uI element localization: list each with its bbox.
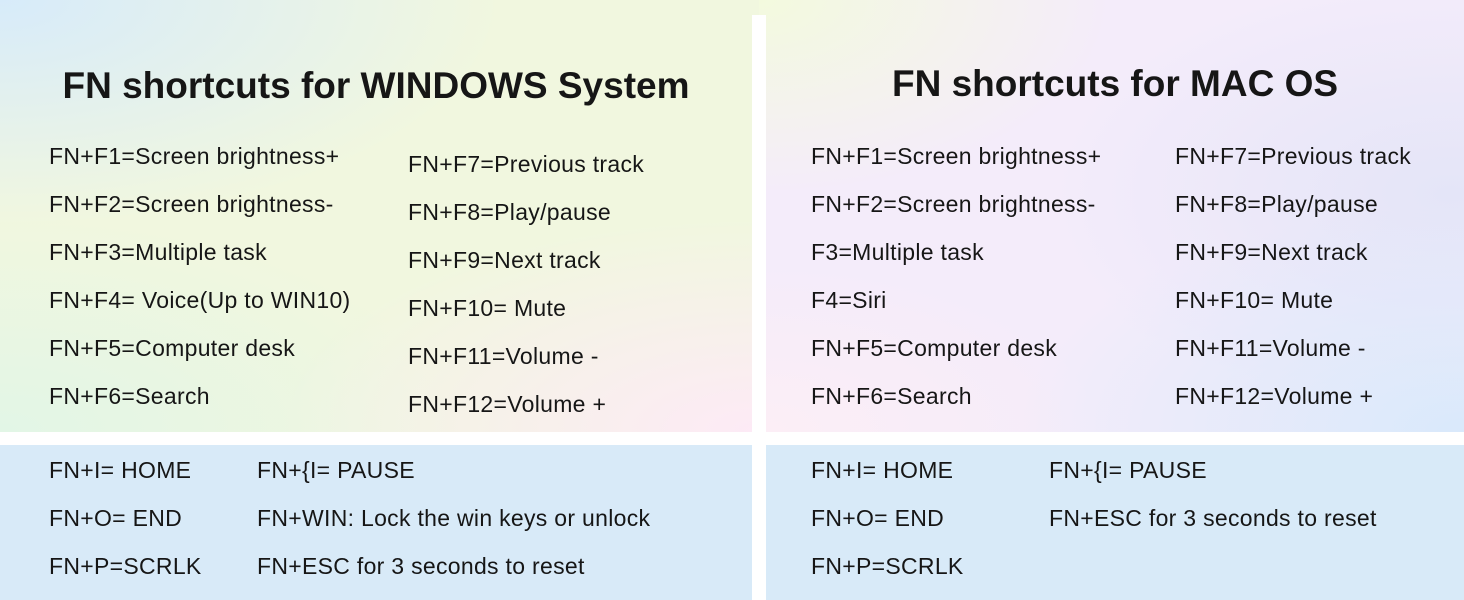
shortcut-item: FN+F2=Screen brightness- bbox=[49, 191, 334, 217]
mac-fn-column-1: FN+F1=Screen brightness+ FN+F2=Screen br… bbox=[811, 132, 1101, 420]
mac-panel-background bbox=[759, 0, 1464, 432]
shortcut-item: FN+F5=Computer desk bbox=[811, 335, 1058, 361]
panel-divider bbox=[752, 15, 766, 600]
shortcut-item: FN+F10= Mute bbox=[1175, 287, 1334, 313]
shortcut-item: FN+F5=Computer desk bbox=[49, 335, 296, 361]
shortcut-item: FN+F1=Screen brightness+ bbox=[811, 143, 1102, 169]
shortcut-item: FN+F11=Volume - bbox=[408, 343, 599, 369]
shortcut-item: FN+O= END bbox=[811, 505, 945, 531]
shortcut-item: FN+P=SCRLK bbox=[811, 553, 964, 579]
shortcut-item: FN+F11=Volume - bbox=[1175, 335, 1366, 361]
mac-panel-title: FN shortcuts for MAC OS bbox=[891, 63, 1339, 104]
windows-fn-column-2: FN+F7=Previous track FN+F8=Play/pause FN… bbox=[408, 140, 644, 428]
windows-fn-column-1: FN+F1=Screen brightness+ FN+F2=Screen br… bbox=[49, 132, 351, 420]
shortcut-item: FN+F9=Next track bbox=[1175, 239, 1368, 265]
shortcut-item: FN+F6=Search bbox=[811, 383, 972, 409]
windows-extra-column-2: FN+{I= PAUSE FN+WIN: Lock the win keys o… bbox=[257, 446, 650, 590]
shortcut-item: FN+ESC for 3 seconds to reset bbox=[257, 553, 585, 579]
shortcut-item: FN+F6=Search bbox=[49, 383, 210, 409]
shortcut-item: F3=Multiple task bbox=[811, 239, 984, 265]
shortcut-item: FN+{I= PAUSE bbox=[1049, 457, 1207, 483]
shortcut-item: FN+F10= Mute bbox=[408, 295, 567, 321]
shortcut-item: FN+F8=Play/pause bbox=[408, 199, 611, 225]
shortcut-item: FN+F7=Previous track bbox=[1175, 143, 1412, 169]
shortcut-item: FN+WIN: Lock the win keys or unlock bbox=[257, 505, 651, 531]
shortcut-item: FN+I= HOME bbox=[811, 457, 954, 483]
shortcut-item: FN+F2=Screen brightness- bbox=[811, 191, 1096, 217]
shortcut-item: FN+F8=Play/pause bbox=[1175, 191, 1378, 217]
windows-panel-background bbox=[0, 0, 759, 432]
mac-extra-column-2: FN+{I= PAUSE FN+ESC for 3 seconds to res… bbox=[1049, 446, 1377, 542]
shortcut-item: FN+P=SCRLK bbox=[49, 553, 202, 579]
shortcut-item: FN+O= END bbox=[49, 505, 183, 531]
windows-extra-column-1: FN+I= HOME FN+O= END FN+P=SCRLK bbox=[49, 446, 202, 590]
shortcut-item: FN+F12=Volume + bbox=[1175, 383, 1374, 409]
shortcut-item: FN+F7=Previous track bbox=[408, 151, 645, 177]
mac-extra-column-1: FN+I= HOME FN+O= END FN+P=SCRLK bbox=[811, 446, 964, 590]
shortcut-item: FN+F9=Next track bbox=[408, 247, 601, 273]
windows-panel-title: FN shortcuts for WINDOWS System bbox=[62, 65, 690, 106]
shortcut-item: FN+I= HOME bbox=[49, 457, 192, 483]
shortcut-item: FN+F1=Screen brightness+ bbox=[49, 143, 340, 169]
windows-extra-section-background bbox=[0, 445, 752, 600]
mac-fn-column-2: FN+F7=Previous track FN+F8=Play/pause FN… bbox=[1175, 132, 1411, 420]
shortcut-item: FN+{I= PAUSE bbox=[257, 457, 415, 483]
shortcut-item: F4=Siri bbox=[811, 287, 887, 313]
shortcut-item: FN+F3=Multiple task bbox=[49, 239, 267, 265]
shortcut-item: FN+F4= Voice(Up to WIN10) bbox=[49, 287, 351, 313]
shortcut-item: FN+F12=Volume + bbox=[408, 391, 607, 417]
mac-extra-section-background bbox=[766, 445, 1464, 600]
shortcut-item: FN+ESC for 3 seconds to reset bbox=[1049, 505, 1377, 531]
